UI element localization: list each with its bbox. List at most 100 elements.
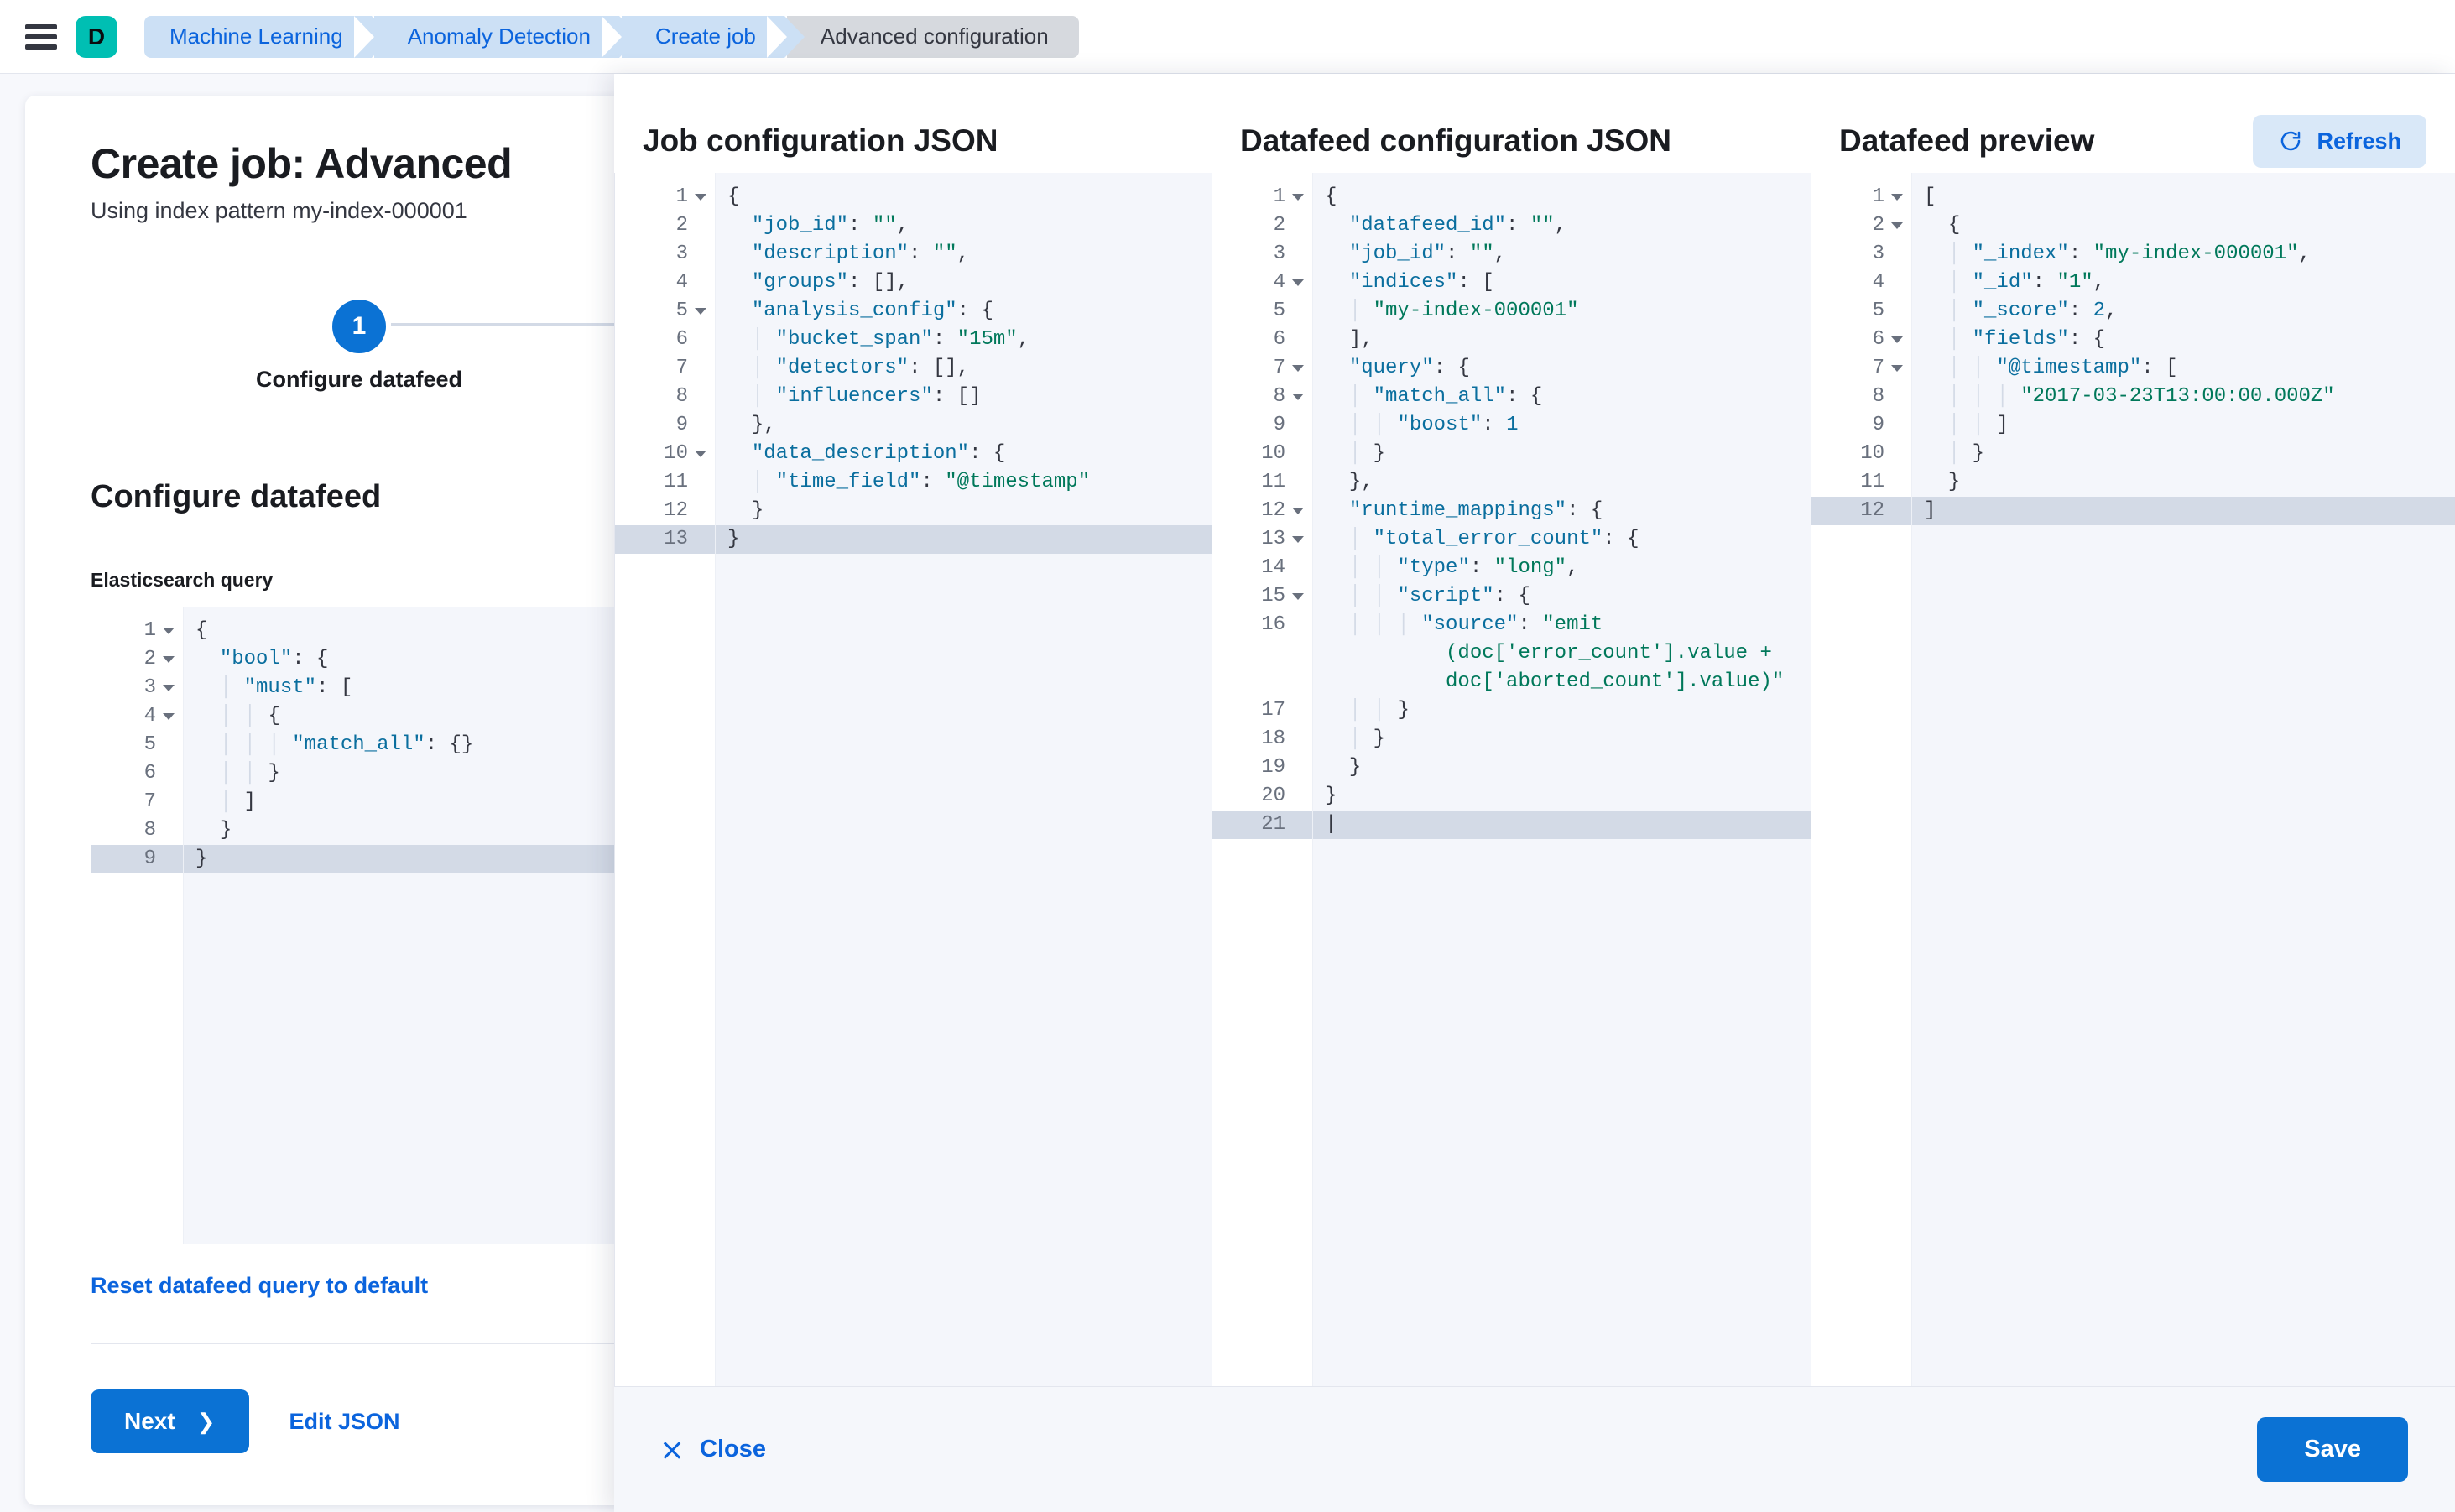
code-line[interactable]: }, (1348, 471, 1373, 493)
code-line[interactable]: │ │ ] (1947, 414, 2009, 436)
code-line[interactable]: ], (1348, 328, 1373, 351)
code-line[interactable]: } (219, 819, 232, 842)
code-line[interactable]: │ } (1348, 727, 1386, 750)
code-line[interactable]: │ │ "script": { (1348, 585, 1530, 607)
fold-caret-icon[interactable] (1292, 593, 1304, 600)
code-line[interactable]: │ "total_error_count": { (1348, 528, 1639, 550)
code-line[interactable]: │ │ "@timestamp": [ (1947, 357, 2178, 379)
code-line[interactable]: │ } (1348, 442, 1386, 465)
code-line[interactable]: "bool": { (219, 648, 329, 670)
code-line[interactable]: │ │ "boost": 1 (1348, 414, 1519, 436)
gutter-line: 11 (1811, 468, 1911, 497)
fold-caret-icon[interactable] (1292, 194, 1304, 201)
fold-caret-icon[interactable] (1292, 508, 1304, 514)
fold-caret-icon[interactable] (1292, 365, 1304, 372)
fold-caret-icon[interactable] (1891, 336, 1903, 343)
code-line[interactable]: } (716, 525, 1212, 554)
fold-caret-icon[interactable] (1891, 365, 1903, 372)
refresh-button[interactable]: Refresh (2253, 114, 2426, 168)
code-line[interactable]: │ "detectors": [], (751, 357, 970, 379)
pane-title-datafeed-configuration: Datafeed configuration JSON (1240, 123, 1671, 158)
code-line[interactable]: │ "_id": "1", (1947, 271, 2106, 294)
code-line[interactable]: ] (1912, 497, 2455, 525)
code-line[interactable]: "groups": [], (751, 271, 910, 294)
code-line[interactable]: │ "match_all": { (1348, 385, 1543, 408)
code-line[interactable]: } (751, 499, 764, 522)
fold-caret-icon[interactable] (163, 656, 175, 663)
code-line[interactable]: "job_id": "", (751, 214, 910, 237)
breadcrumb-item-create-job[interactable]: Create job (601, 15, 805, 58)
code-line[interactable]: { (1947, 214, 1961, 237)
close-button[interactable]: Close (661, 1436, 766, 1463)
code-line[interactable]: │ "time_field": "@timestamp" (751, 471, 1091, 493)
edit-json-link[interactable]: Edit JSON (289, 1408, 400, 1434)
code-line[interactable]: │ │ { (219, 705, 280, 727)
space-avatar[interactable]: D (76, 15, 117, 58)
fold-caret-icon[interactable] (1292, 279, 1304, 286)
fold-caret-icon[interactable] (1891, 222, 1903, 229)
code-line[interactable]: { (727, 185, 740, 208)
code-line[interactable]: "runtime_mappings": { (1348, 499, 1603, 522)
code-line[interactable]: } (1325, 785, 1337, 807)
fold-caret-icon[interactable] (163, 713, 175, 720)
fold-caret-icon[interactable] (1292, 536, 1304, 543)
reset-datafeed-query-link[interactable]: Reset datafeed query to default (91, 1273, 429, 1298)
fold-caret-icon[interactable] (163, 685, 175, 691)
editor-code-area[interactable]: { "job_id": "", "description": "", "grou… (716, 173, 1212, 1386)
save-button[interactable]: Save (2257, 1417, 2408, 1482)
code-line[interactable]: "indices": [ (1348, 271, 1494, 294)
code-line[interactable]: "job_id": "", (1348, 242, 1507, 265)
step-1-indicator[interactable]: 1 (332, 300, 386, 353)
code-line[interactable]: │ "my-index-000001" (1348, 300, 1579, 322)
code-line[interactable]: │ │ │ "2017-03-23T13:00:00.000Z" (1947, 385, 2335, 408)
breadcrumb-item-machine-learning[interactable]: Machine Learning (144, 15, 392, 58)
code-line[interactable]: │ │ "type": "long", (1348, 556, 1579, 579)
code-line[interactable]: { (195, 619, 208, 642)
code-line[interactable]: │ │ │ "match_all": {} (219, 733, 474, 756)
code-line[interactable]: "data_description": { (751, 442, 1006, 465)
editor-code-area[interactable]: { "datafeed_id": "", "job_id": "", "indi… (1313, 173, 1811, 1386)
code-line[interactable]: │ │ │ "source": "emit (doc['error_count'… (1348, 613, 1785, 693)
code-line[interactable]: │ "_index": "my-index-000001", (1947, 242, 2311, 265)
code-line[interactable]: }, (751, 414, 776, 436)
fold-caret-icon[interactable] (695, 451, 706, 457)
code-line[interactable]: "description": "", (751, 242, 970, 265)
hamburger-menu-icon[interactable] (25, 23, 57, 50)
code-line[interactable]: │ "fields": { (1947, 328, 2106, 351)
fold-caret-icon[interactable] (1292, 394, 1304, 400)
code-line[interactable]: │ } (1947, 442, 1985, 465)
gutter-spacer (1292, 451, 1304, 457)
gutter-line: 8 (1212, 383, 1312, 411)
code-line[interactable]: │ "influencers": [] (751, 385, 982, 408)
code-line[interactable]: | (1313, 811, 1811, 839)
fold-caret-icon[interactable] (695, 194, 706, 201)
next-button[interactable]: Next ❯ (91, 1389, 249, 1453)
code-line[interactable]: │ "_score": 2, (1947, 300, 2118, 322)
code-line[interactable]: │ "must": [ (219, 676, 353, 699)
fold-caret-icon[interactable] (1891, 194, 1903, 201)
editor-code-area[interactable]: [ { │ "_index": "my-index-000001", │ "_i… (1912, 173, 2455, 1386)
code-line[interactable]: "datafeed_id": "", (1348, 214, 1567, 237)
code-line[interactable]: } (1348, 756, 1362, 779)
fold-caret-icon[interactable] (163, 628, 175, 634)
gutter-spacer (1292, 422, 1304, 429)
fold-caret-icon[interactable] (695, 308, 706, 315)
code-line[interactable]: │ │ } (1348, 699, 1410, 722)
code-line[interactable]: [ (1924, 185, 1936, 208)
code-line[interactable]: │ "bucket_span": "15m", (751, 328, 1030, 351)
breadcrumb-item-anomaly-detection[interactable]: Anomaly Detection (353, 15, 640, 58)
code-line[interactable]: "analysis_config": { (751, 300, 993, 322)
code-line[interactable]: { (1325, 185, 1337, 208)
code-line[interactable]: } (1947, 471, 1961, 493)
code-line[interactable]: │ ] (219, 790, 257, 813)
code-line[interactable]: "query": { (1348, 357, 1470, 379)
code-line[interactable]: │ │ } (219, 762, 280, 785)
gutter-line: 5 (615, 297, 715, 326)
